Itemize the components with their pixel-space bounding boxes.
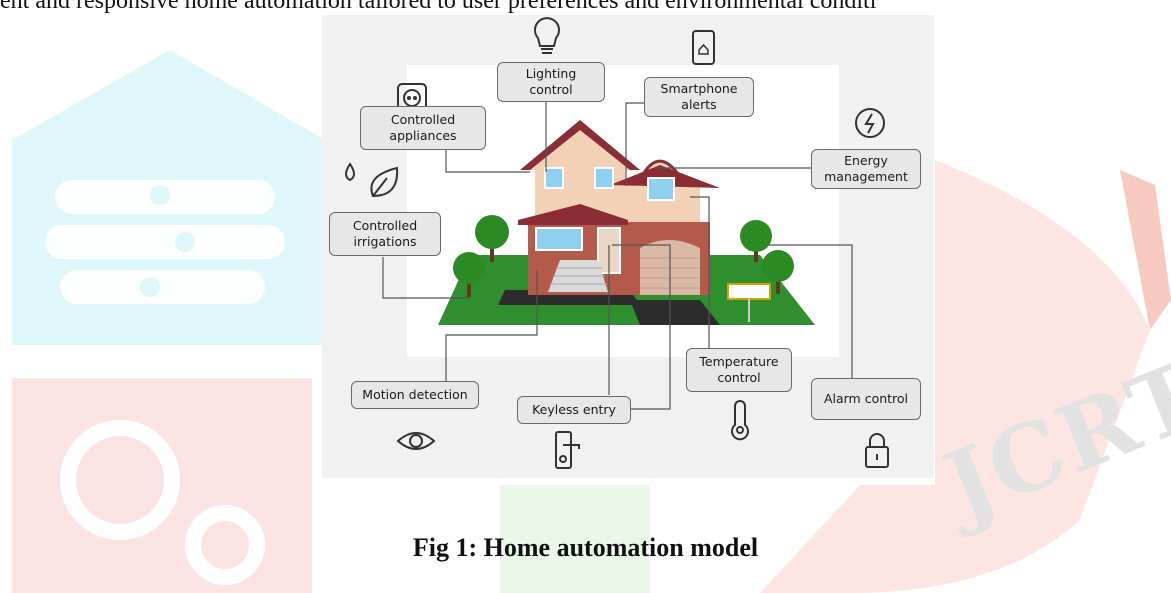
connector-lines [382, 102, 853, 410]
trees [453, 215, 794, 297]
label-lighting-control: Lighting control [497, 62, 605, 102]
label-controlled-appliances: Controlled appliances [360, 106, 486, 150]
smartphone-icon [692, 30, 715, 65]
eye-icon [396, 432, 436, 450]
connector-irrigation [382, 257, 470, 299]
label-controlled-irrigations: Controlled irrigations [329, 212, 441, 256]
thermometer-icon [731, 400, 749, 441]
label-alarm-control: Alarm control [811, 378, 921, 420]
padlock-icon [865, 433, 889, 468]
smart-lock-icon [555, 431, 580, 469]
watermark-gear-icon [60, 420, 265, 585]
connector-smartphone [625, 102, 644, 186]
label-energy-management: Energy management [811, 149, 921, 189]
label-keyless-entry: Keyless entry [517, 396, 631, 424]
lightning-icon [855, 108, 885, 138]
watermark-cloud-icon [45, 180, 285, 304]
connector-keyless [612, 244, 671, 410]
water-leaf-icon [345, 162, 399, 198]
label-smartphone-alerts: Smartphone alerts [644, 77, 754, 117]
label-motion-detection: Motion detection [351, 381, 479, 409]
figure-caption: Fig 1: Home automation model [412, 533, 759, 562]
watermark-red-swoosh [760, 160, 1150, 593]
label-temperature-control: Temperature control [686, 348, 792, 392]
connector-temperature [690, 196, 710, 348]
connector-appliances [445, 150, 530, 173]
top-body-text: ent and responsive home automation tailo… [0, 0, 877, 14]
connector-alarm [768, 244, 853, 378]
watermark-green-shape [500, 485, 650, 593]
watermark-red-accent [1120, 170, 1171, 330]
connector-motion [445, 270, 538, 381]
lightbulb-icon [534, 17, 560, 54]
driveway [630, 300, 720, 325]
